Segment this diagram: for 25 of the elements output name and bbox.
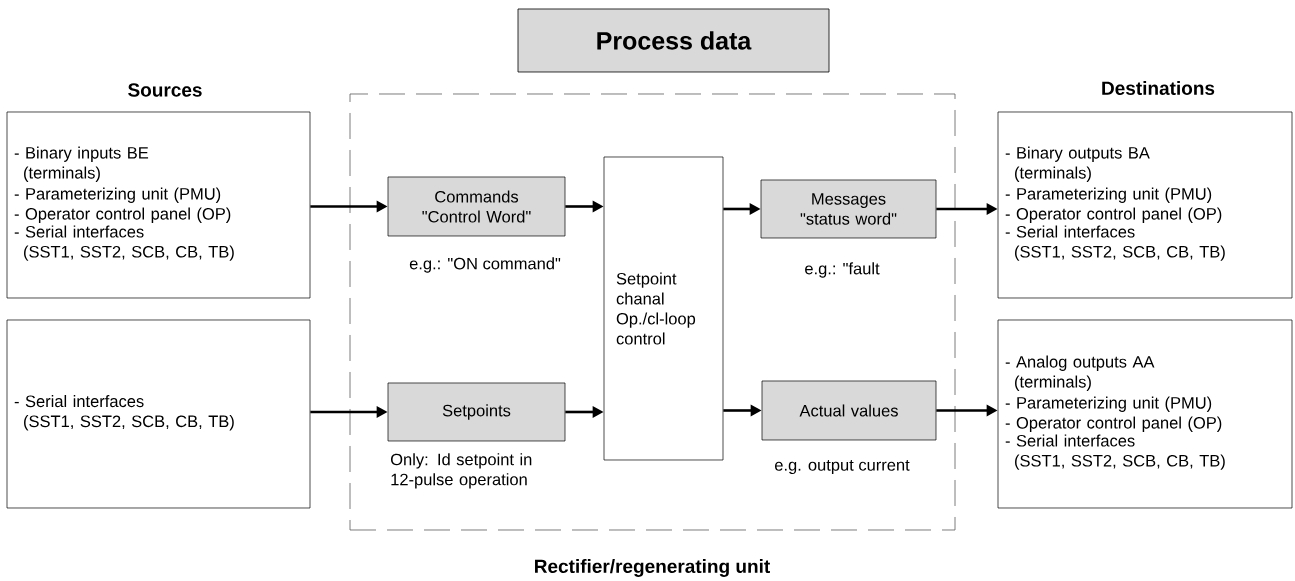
list-box: - Analog outputs AA (terminals) - Parameterizing unit (PMU) - Operator control panel (OP) - Serial interfaces (SST1, SST2, SCB, CB, TB) [997, 319, 1293, 509]
node-label: - Parameterizing unit (PMU) [1005, 187, 1212, 203]
list-box: - Serial interfaces (SST1, SST2, SCB, CB, TB) [6, 319, 311, 509]
title-box: Process data [517, 8, 830, 73]
node-label: - Operator control panel (OP) [1005, 207, 1222, 223]
note-text: Only: Id setpoint in 12-pulse operation [391, 453, 532, 489]
heading: Destinations [1102, 81, 1215, 95]
process-box: Commands "Control Word" [387, 176, 566, 237]
node-label: - Serial interfaces (SST1, SST2, SCB, CB, TB) [1005, 225, 1225, 261]
note-text: e.g. output current [775, 459, 910, 475]
process-box: Setpoints [387, 382, 566, 442]
heading: Sources [128, 83, 202, 97]
node-label: - Parameterizing unit (PMU) [14, 187, 221, 203]
list-box: - Binary outputs BA (terminals) - Parameterizing unit (PMU) - Operator control panel (OP) - Serial interfaces (SST1, SST2, SCB, CB, TB) [997, 111, 1293, 299]
process-box: Actual values [761, 380, 937, 441]
control-box: Setpoint chanal Op./cl-loop control [603, 156, 724, 461]
note-text: e.g.: "ON command" [409, 257, 561, 273]
note-text: e.g.: "fault [805, 262, 880, 278]
process-box: Messages "status word" [760, 179, 937, 239]
node-label: - Serial interfaces (SST1, SST2, SCB, CB, TB) [14, 225, 234, 261]
node-label: - Binary outputs BA (terminals) [1005, 146, 1150, 182]
list-box: - Binary inputs BE (terminals) - Parameterizing unit (PMU) - Operator control panel (OP) - Serial interfaces (SST1, SST2, SCB, CB, TB) [6, 111, 311, 299]
node-label: - Binary inputs BE (terminals) [14, 146, 149, 182]
node-label: - Operator control panel (OP) [14, 207, 231, 223]
heading: Rectifier/regenerating unit [535, 559, 770, 577]
